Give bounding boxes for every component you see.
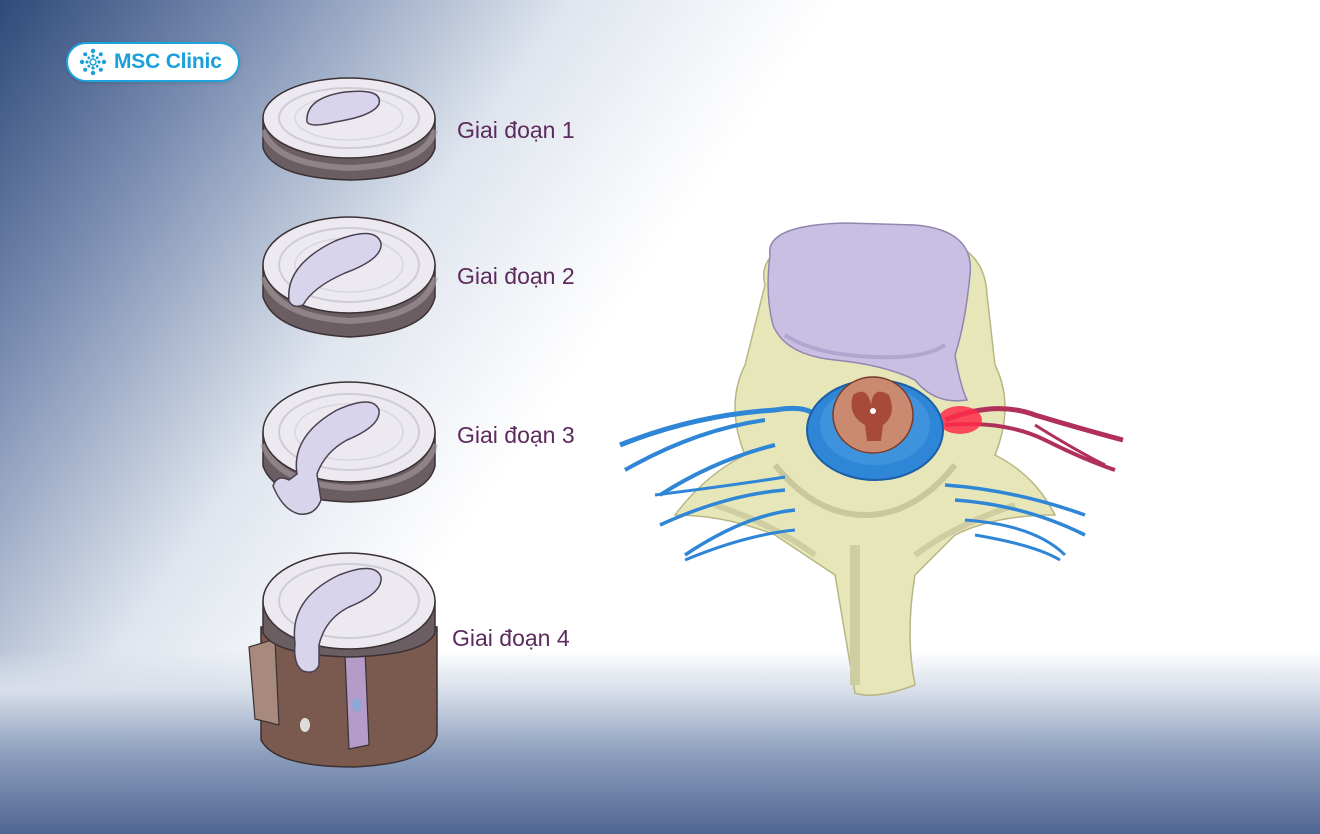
disc-stage-2: [260, 216, 438, 338]
disc-stage-1: [260, 77, 438, 181]
clinic-logo-icon: [79, 48, 107, 76]
stage-1-label: Giai đoạn 1: [457, 117, 575, 143]
disc-stage-4: [248, 552, 438, 768]
msc-clinic-logo: MSC Clinic: [66, 42, 240, 82]
disc-stage-3: [260, 381, 438, 515]
spine-cross-section: [619, 222, 1124, 696]
logo-text: MSC Clinic: [114, 50, 222, 73]
stage-2-label: Giai đoạn 2: [457, 263, 575, 289]
background-gradient-bottom: [0, 650, 1320, 834]
stage-3-label: Giai đoạn 3: [457, 422, 575, 448]
stage-4-label: Giai đoạn 4: [452, 625, 570, 651]
